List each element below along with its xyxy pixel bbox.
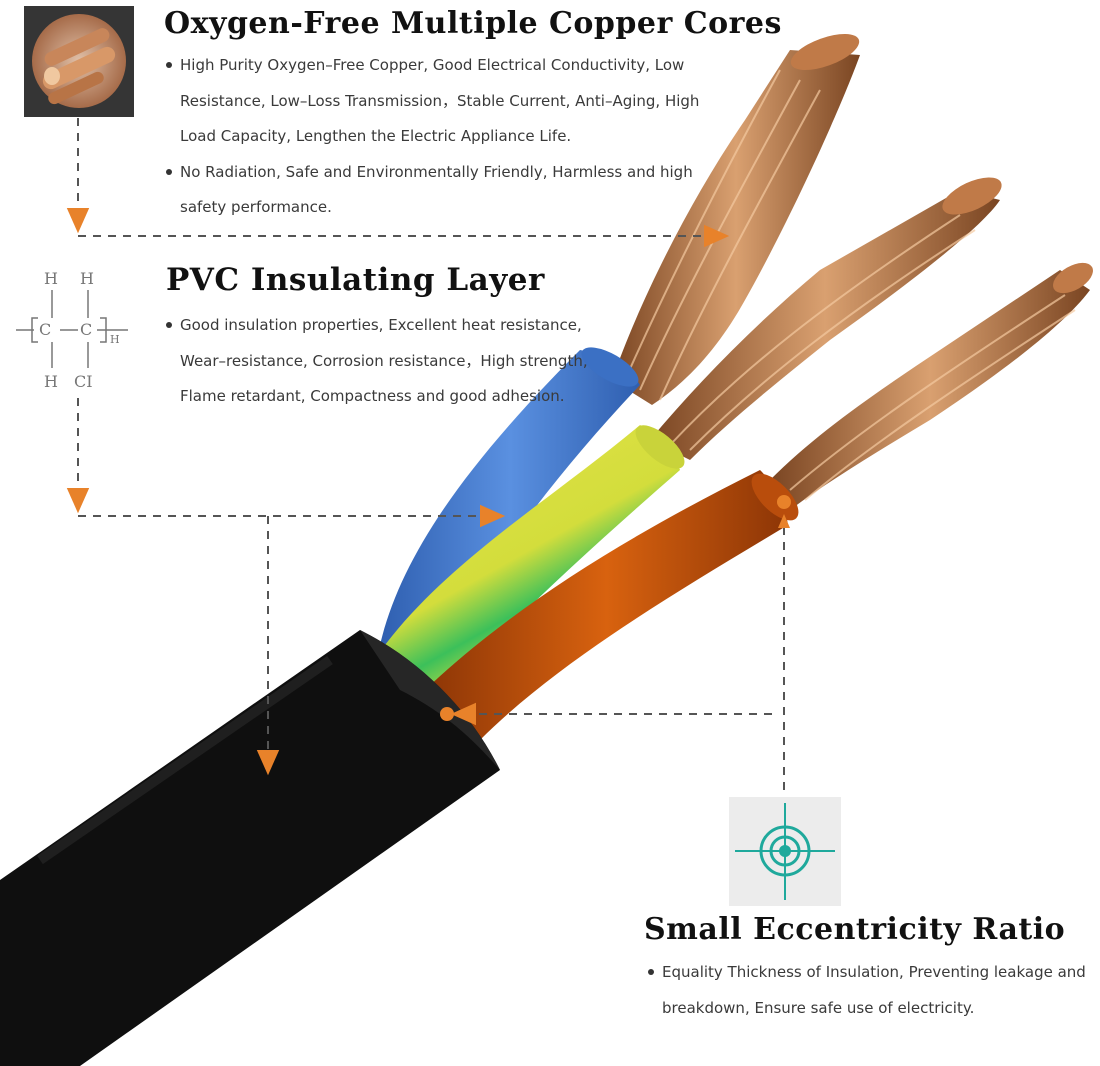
pvc-layer-bullets: Good insulation properties, Excellent he…	[164, 308, 614, 415]
copper-cores-title: Oxygen-Free Multiple Copper Cores	[164, 6, 782, 41]
copper-strand-3	[770, 262, 1093, 510]
brown-wire-marker-bottom	[440, 707, 454, 721]
molecule-h-top-right: H	[80, 269, 94, 288]
blue-insulated-wire	[380, 350, 640, 655]
brown-wire-marker-top	[777, 495, 791, 509]
brown-wire-arrow	[778, 514, 790, 528]
molecule-subscript-h: H	[110, 333, 120, 346]
molecule-h-bottom-left: H	[44, 372, 58, 391]
eccentricity-title: Small Eccentricity Ratio	[644, 912, 1066, 947]
molecule-c-left: C	[39, 320, 52, 339]
copper-rods-icon	[24, 6, 134, 117]
brown-insulated-wire	[425, 470, 788, 740]
pvc-layer-title: PVC Insulating Layer	[166, 262, 545, 298]
pvc-bullet-1: Good insulation properties, Excellent he…	[164, 308, 614, 415]
cable-jacket	[0, 630, 500, 1066]
molecule-h-top-left: H	[44, 269, 58, 288]
connector-lines	[66, 118, 785, 790]
molecule-cl-bottom-right: CI	[74, 372, 93, 391]
eccentricity-bullets: Equality Thickness of Insulation, Preven…	[646, 955, 1086, 1026]
copper-cores-bullets: High Purity Oxygen–Free Copper, Good Ele…	[164, 48, 724, 226]
copper-strand-2	[650, 177, 1002, 460]
pvc-molecule-bonds	[16, 290, 128, 368]
eccentricity-bullet-1: Equality Thickness of Insulation, Preven…	[646, 955, 1086, 1026]
molecule-c-right: C	[80, 320, 93, 339]
crosshair-target-icon	[729, 797, 841, 906]
copper-bullet-1: High Purity Oxygen–Free Copper, Good Ele…	[164, 48, 724, 155]
copper-bullet-2: No Radiation, Safe and Environmentally F…	[164, 155, 724, 226]
yellow-green-insulated-wire	[385, 425, 680, 700]
copper-strand-1	[612, 33, 860, 405]
